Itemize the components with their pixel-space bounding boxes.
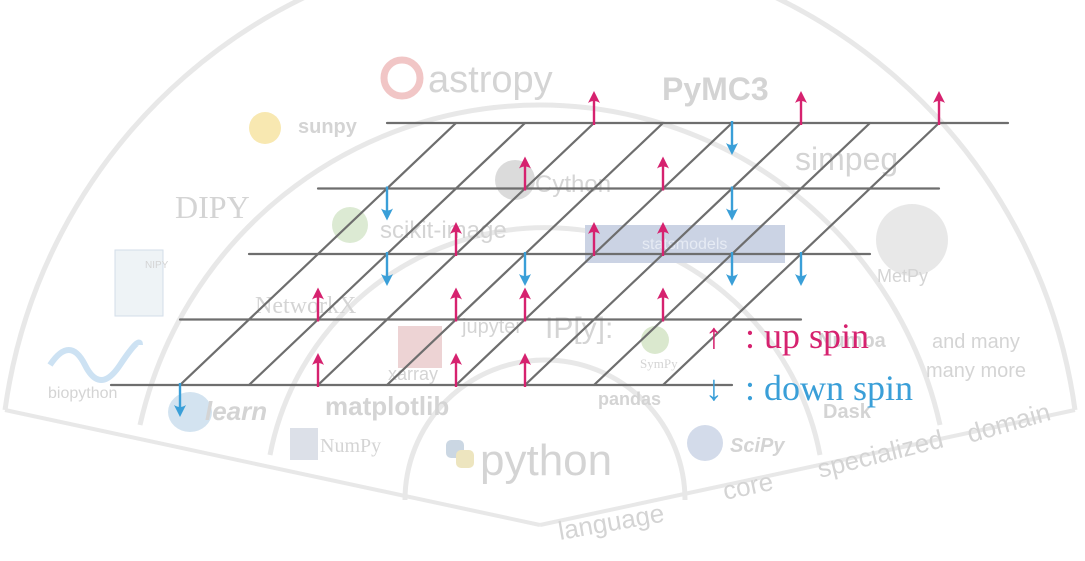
ring-label-domain: domain	[963, 396, 1053, 448]
outer-ring	[2, 0, 1078, 411]
scikit-image-logo: scikit-image	[380, 217, 507, 244]
spin-up-arrow	[795, 91, 807, 125]
numpy-logo: NumPy	[320, 435, 381, 457]
ring-label-language: language	[556, 498, 667, 546]
spin-up-arrow	[588, 91, 600, 125]
sunpy-logo: sunpy	[298, 116, 358, 138]
jupyter-logo: jupyter	[461, 316, 522, 338]
spin-down-arrow	[519, 252, 531, 286]
spin-up-arrow	[312, 287, 324, 322]
spin-down-arrow	[795, 252, 807, 286]
dipy-logo: DIPY	[175, 189, 250, 225]
spin-up-arrow	[519, 156, 531, 191]
matplotlib-logo: matplotlib	[325, 391, 449, 421]
core-ring	[267, 225, 823, 456]
biopython-logo: biopython	[48, 385, 117, 402]
statsmodels-logo: statsmodels	[642, 236, 727, 253]
legend: ↑ : up spin ↓ : down spin	[705, 316, 913, 408]
legend-down-symbol: ↓	[705, 368, 723, 408]
spin-down-arrow	[726, 121, 738, 155]
dask-logo: Dask	[823, 401, 872, 423]
spin-down-arrow	[174, 383, 186, 417]
nipy-logo: NIPY	[145, 260, 169, 271]
lattice-diagonal-line	[178, 121, 458, 387]
spin-arrows	[174, 91, 945, 417]
ring-label-specialized: specialized	[814, 424, 946, 484]
spin-down-arrow	[726, 252, 738, 286]
more-line-2: many more	[926, 360, 1026, 382]
metpy-logo: MetPy	[877, 266, 928, 286]
python-logo: python	[446, 436, 612, 485]
ring-label-core: core	[720, 466, 776, 506]
scipy-logo: SciPy	[730, 435, 785, 457]
spin-up-arrow	[519, 287, 531, 322]
xarray-logo: xarray	[388, 364, 438, 384]
legend-down-label: : down spin	[745, 368, 913, 408]
ipython-logo: IP[y]:	[545, 312, 613, 345]
spin-down-arrow	[726, 186, 738, 221]
spin-down-arrow	[381, 252, 393, 286]
language-ring	[402, 357, 688, 501]
spin-up-arrow	[519, 353, 531, 387]
legend-up-symbol: ↑	[705, 316, 723, 356]
spin-up-arrow	[450, 353, 462, 387]
simpeg-logo: simpeg	[795, 141, 898, 177]
numba-logo: Numba	[818, 330, 887, 352]
spin-up-arrow	[588, 222, 600, 256]
spin-down-arrow	[381, 186, 393, 221]
spin-up-arrow	[933, 91, 945, 125]
pymc3-logo: PyMC3	[662, 71, 769, 107]
sklearn-logo: learn	[205, 396, 267, 426]
more-line-1: and many	[932, 331, 1020, 353]
spin-up-arrow	[657, 222, 669, 256]
astropy-logo: astropy	[428, 59, 553, 101]
pandas-logo: pandas	[598, 389, 661, 409]
python-ecosystem-background: language core specialized domain python …	[2, 0, 1078, 546]
spin-up-arrow	[312, 353, 324, 387]
legend-up-label: : up spin	[745, 316, 869, 356]
specialized-ring	[137, 102, 943, 426]
spin-up-arrow	[450, 222, 462, 256]
python-center-label: python	[480, 436, 612, 485]
sympy-logo: SymPy	[640, 356, 678, 371]
spin-up-arrow	[450, 287, 462, 322]
spin-up-arrow	[657, 287, 669, 322]
spin-up-arrow	[657, 156, 669, 191]
